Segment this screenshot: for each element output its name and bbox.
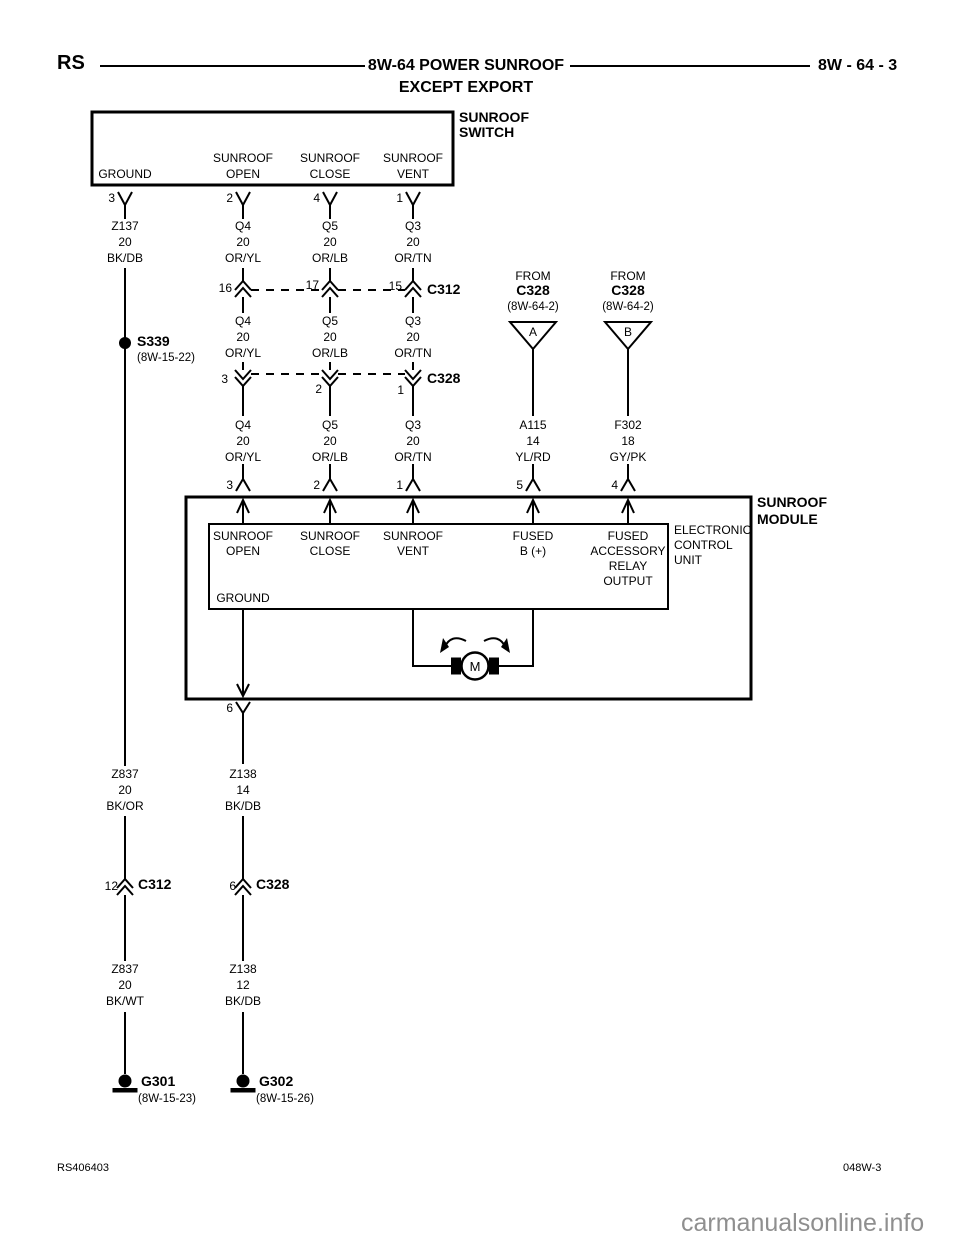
c312-pin-12: 12 — [104, 879, 118, 893]
wire-label-q4-1: Q4 20 OR/YL — [224, 219, 262, 265]
splice-s339-label: S339 — [137, 333, 170, 349]
source-b-tag: B — [623, 325, 633, 339]
header-code: RS — [57, 52, 85, 74]
source-a-tag: A — [528, 325, 538, 339]
c328-pin-3: 3 — [221, 372, 228, 386]
connector-c312-top-icon — [234, 279, 422, 298]
wire-label-q4-3: Q4 20 OR/YL — [224, 418, 262, 464]
c312-pin-15: 15 — [388, 279, 402, 293]
module-pin-2: 2 — [313, 478, 320, 492]
connector-c328-lower-label: C328 — [256, 876, 290, 892]
wire-label-q5-1: Q5 20 OR/LB — [311, 219, 349, 265]
wire-label-q4-2: Q4 20 OR/YL — [224, 314, 262, 360]
splice-s339-dot-icon — [119, 337, 131, 349]
c328-pin-6: 6 — [229, 879, 236, 893]
ground-g302-label: G302 — [259, 1073, 294, 1089]
switch-pin-fork-icons — [117, 191, 421, 219]
source-b-from: FROM — [610, 269, 646, 283]
connector-c328-lower-icon — [234, 877, 252, 896]
connector-c312-lower-label: C312 — [138, 876, 172, 892]
splice-s339-ref: (8W-15-22) — [137, 352, 195, 364]
header-page-ref: 8W - 64 - 3 — [818, 57, 898, 74]
module-fn-fused-b: FUSED B (+) — [512, 529, 554, 558]
wire-label-q3-1: Q3 20 OR/TN — [394, 219, 432, 265]
module-fn-vent: SUNROOF VENT — [383, 529, 443, 558]
ground-g302-ref: (8W-15-26) — [256, 1093, 314, 1105]
connector-c328-mid-label: C328 — [427, 370, 461, 386]
module-pin-5: 5 — [516, 478, 523, 492]
watermark: carmanualsonline.info — [681, 1209, 925, 1237]
module-ground-wire — [236, 609, 250, 699]
switch-pin-1: 1 — [396, 191, 403, 205]
c312-pin-16: 16 — [218, 281, 232, 295]
source-a-name: C328 — [516, 282, 550, 298]
wire-label-a115: A115 14 YL/RD — [515, 418, 551, 464]
switch-pin-3: 3 — [108, 191, 115, 205]
module-fn-close: SUNROOF CLOSE — [300, 529, 360, 558]
connector-c312-lower-icon — [116, 877, 134, 896]
module-pin-4: 4 — [611, 478, 618, 492]
ground-g301-label: G301 — [141, 1073, 176, 1089]
wire-label-f302: F302 18 GY/PK — [609, 418, 647, 464]
switch-terminal-open: SUNROOF OPEN — [213, 151, 273, 181]
wire-label-q3-3: Q3 20 OR/TN — [394, 418, 432, 464]
motor-icon — [412, 609, 534, 681]
wire-label-z138-upper: Z138 14 BK/DB — [224, 767, 262, 813]
module-ground-label: GROUND — [216, 591, 270, 605]
c328-pin-1: 1 — [397, 383, 404, 397]
ground-g301-ref: (8W-15-23) — [138, 1093, 196, 1105]
source-b-ref: (8W-64-2) — [602, 301, 654, 313]
page-title: 8W-64 POWER SUNROOF — [367, 57, 565, 74]
ecu-box — [208, 523, 669, 610]
connector-c312-top-label: C312 — [427, 281, 461, 297]
module-pin-3: 3 — [226, 478, 233, 492]
switch-terminal-ground: GROUND — [98, 167, 152, 181]
footer-sheet-code: 048W-3 — [843, 1162, 882, 1174]
wire-label-q3-2: Q3 20 OR/TN — [394, 314, 432, 360]
sunroof-switch-label: SUNROOF SWITCH — [459, 109, 529, 140]
ecu-label: ELECTRONIC CONTROL UNIT — [674, 523, 752, 567]
wire-label-z837-upper: Z837 20 BK/OR — [106, 767, 144, 813]
motor-label: M — [469, 659, 481, 674]
module-fn-open: SUNROOF OPEN — [213, 529, 273, 558]
module-pin6-fork-icon — [235, 701, 251, 715]
wire-label-z138-lower: Z138 12 BK/DB — [224, 962, 262, 1008]
ground-g302-icon — [230, 1074, 256, 1093]
source-b-name: C328 — [611, 282, 645, 298]
module-pin-1: 1 — [396, 478, 403, 492]
module-fn-fused-accessory: FUSED ACCESSORY RELAY OUTPUT — [590, 529, 666, 588]
switch-pin-2: 2 — [226, 191, 233, 205]
source-triangle-b-icon — [602, 321, 654, 351]
c312-pin-17: 17 — [305, 278, 319, 292]
wires — [124, 268, 629, 1074]
sunroof-switch-box — [90, 110, 455, 187]
source-triangle-a-icon — [507, 321, 559, 351]
wire-label-z837-lower: Z837 20 BK/WT — [106, 962, 144, 1008]
connector-c328-mid-icon — [234, 369, 422, 388]
module-pin-fork-icons — [235, 477, 636, 492]
module-pin-6: 6 — [226, 701, 233, 715]
source-a-from: FROM — [515, 269, 551, 283]
motor-brush-icons — [440, 638, 510, 675]
ground-g301-icon — [112, 1074, 138, 1093]
sunroof-module-box — [184, 495, 753, 701]
switch-terminal-vent: SUNROOF VENT — [383, 151, 443, 181]
switch-terminal-close: SUNROOF CLOSE — [300, 151, 360, 181]
sunroof-module-label: SUNROOF MODULE — [757, 494, 827, 527]
footer-doc-code: RS406403 — [57, 1162, 109, 1174]
page-subtitle: EXCEPT EXPORT — [398, 79, 534, 96]
c328-pin-2: 2 — [315, 382, 322, 396]
source-a-ref: (8W-64-2) — [507, 301, 559, 313]
module-internal-arrow-icons — [236, 497, 635, 524]
wire-label-q5-2: Q5 20 OR/LB — [311, 314, 349, 360]
wire-label-q5-3: Q5 20 OR/LB — [311, 418, 349, 464]
wire-label-z137: Z137 20 BK/DB — [106, 219, 144, 265]
switch-pin-4: 4 — [313, 191, 320, 205]
